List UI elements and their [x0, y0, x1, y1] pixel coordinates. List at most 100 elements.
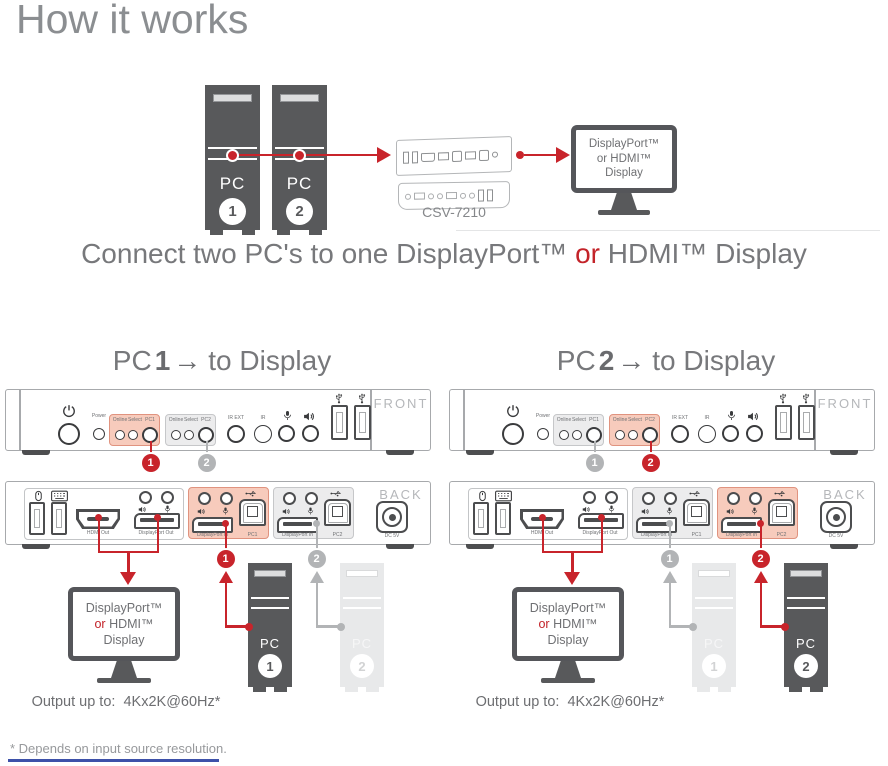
pc-number-badge: 2 [794, 654, 818, 678]
pc2-label: PC2 [201, 417, 211, 423]
displayport-in-port [721, 517, 762, 533]
power-led-label: Power [91, 413, 107, 419]
signal-line [224, 581, 227, 627]
arrow-up-icon [753, 571, 768, 583]
mic-icon [307, 506, 314, 516]
monitor-text-line: DisplayPort™ [529, 600, 607, 615]
mini-button [414, 192, 425, 200]
power-led-label: Power [535, 413, 551, 419]
select-led [628, 430, 638, 440]
pc2-port-label: PC2 [776, 532, 787, 538]
connection-dot [313, 520, 320, 527]
front-panel-label: FRONT [373, 396, 429, 411]
online-label: Online [612, 417, 628, 423]
select-label: Select [628, 417, 642, 423]
tower-foot [274, 687, 287, 692]
online-led [115, 430, 125, 440]
monitor-text-line: DisplayPort™ [85, 600, 163, 615]
mic-jack [305, 492, 318, 505]
video-line [541, 518, 544, 552]
tower-line [787, 607, 825, 609]
mic-icon [666, 506, 673, 516]
mini-port [452, 150, 462, 162]
dc-power-jack [376, 501, 408, 533]
callout-line [759, 525, 762, 551]
speaker-jack [139, 491, 152, 504]
online-led [171, 430, 181, 440]
online-label: Online [556, 417, 572, 423]
callout-badge-2: 2 [307, 550, 326, 568]
connection-dot [539, 514, 546, 521]
speaker-jack [283, 492, 296, 505]
usb-b-port [239, 499, 266, 526]
speaker-icon [303, 410, 316, 423]
monitor-text-line: Display [103, 633, 145, 648]
usb-port [51, 502, 67, 535]
monitor-screen: DisplayPort™ or HDMI™ Display [512, 587, 624, 661]
panel-foot [466, 544, 494, 549]
ir-ext-label: IR EXT [671, 415, 689, 421]
arrow-up-icon [218, 571, 233, 583]
mic-icon [608, 504, 615, 514]
tower-foot [309, 230, 322, 235]
mic-jack [220, 492, 233, 505]
connection-dot [781, 622, 789, 631]
caption: Connect two PC's to one DisplayPort™ or … [0, 238, 888, 270]
monitor-base [541, 678, 595, 683]
pc-label: PC [219, 174, 246, 193]
usb-port [798, 405, 815, 440]
callout-line [668, 525, 671, 551]
tower-foot [718, 687, 731, 692]
callout-line [593, 441, 596, 456]
panel-foot [830, 544, 858, 549]
keyboard-icon [51, 490, 68, 502]
mini-port [487, 188, 493, 201]
pc2-select-group: Online Select PC2 [165, 414, 216, 446]
panel-foot [466, 450, 494, 455]
signal-line [668, 581, 671, 627]
monitor-base [97, 678, 151, 683]
video-line [127, 551, 130, 573]
speaker-icon [747, 410, 760, 423]
ir-ext-port [671, 425, 689, 443]
back-panel: BACK HDMI Out DisplayPort Out [5, 481, 431, 549]
monitor-text-line: or HDMI™ [596, 152, 652, 165]
select-label: Select [572, 417, 586, 423]
usb-icon [357, 393, 367, 404]
displayport-in-label: DisplayPort In [640, 532, 673, 538]
online-led [559, 430, 569, 440]
speaker-jack [642, 492, 655, 505]
mini-port [412, 151, 418, 164]
select-led [128, 430, 138, 440]
monitor-text-line: or HDMI™ [530, 616, 606, 632]
tower-foot [277, 230, 290, 235]
pc2-input-section: DisplayPort In PC2 [273, 487, 354, 539]
pc-label: PC [351, 636, 373, 651]
mic-icon [222, 506, 229, 516]
output-resolution-label: Output up to: 4Kx2K@60Hz* [31, 694, 221, 710]
pc1-tower: PC 1 [692, 563, 736, 692]
monitor-or: or [94, 616, 106, 631]
usb-b-port [768, 499, 795, 526]
connection-dot [293, 149, 306, 162]
online-label: Online [112, 417, 128, 423]
pc-number-badge: 2 [350, 654, 374, 678]
speaker-jack [302, 425, 319, 442]
tower-foot [210, 230, 223, 235]
ir-label: IR [260, 415, 266, 421]
displayport-out-label: DisplayPort Out [582, 530, 618, 536]
panel-foot [386, 544, 414, 549]
front-panel: Power Online Select PC1 Online Select PC… [5, 389, 431, 455]
tower-line [275, 147, 324, 149]
usb-icon [801, 393, 811, 404]
ir-ext-port [227, 425, 245, 443]
kvm-back-view [396, 135, 512, 177]
mic-jack [278, 425, 295, 442]
pc1-input-section: DisplayPort In PC1 [188, 487, 269, 539]
speaker-jack [746, 425, 763, 442]
heading-arrow-icon: → [617, 345, 646, 376]
tower-foot [789, 687, 802, 692]
signal-line [315, 581, 318, 627]
